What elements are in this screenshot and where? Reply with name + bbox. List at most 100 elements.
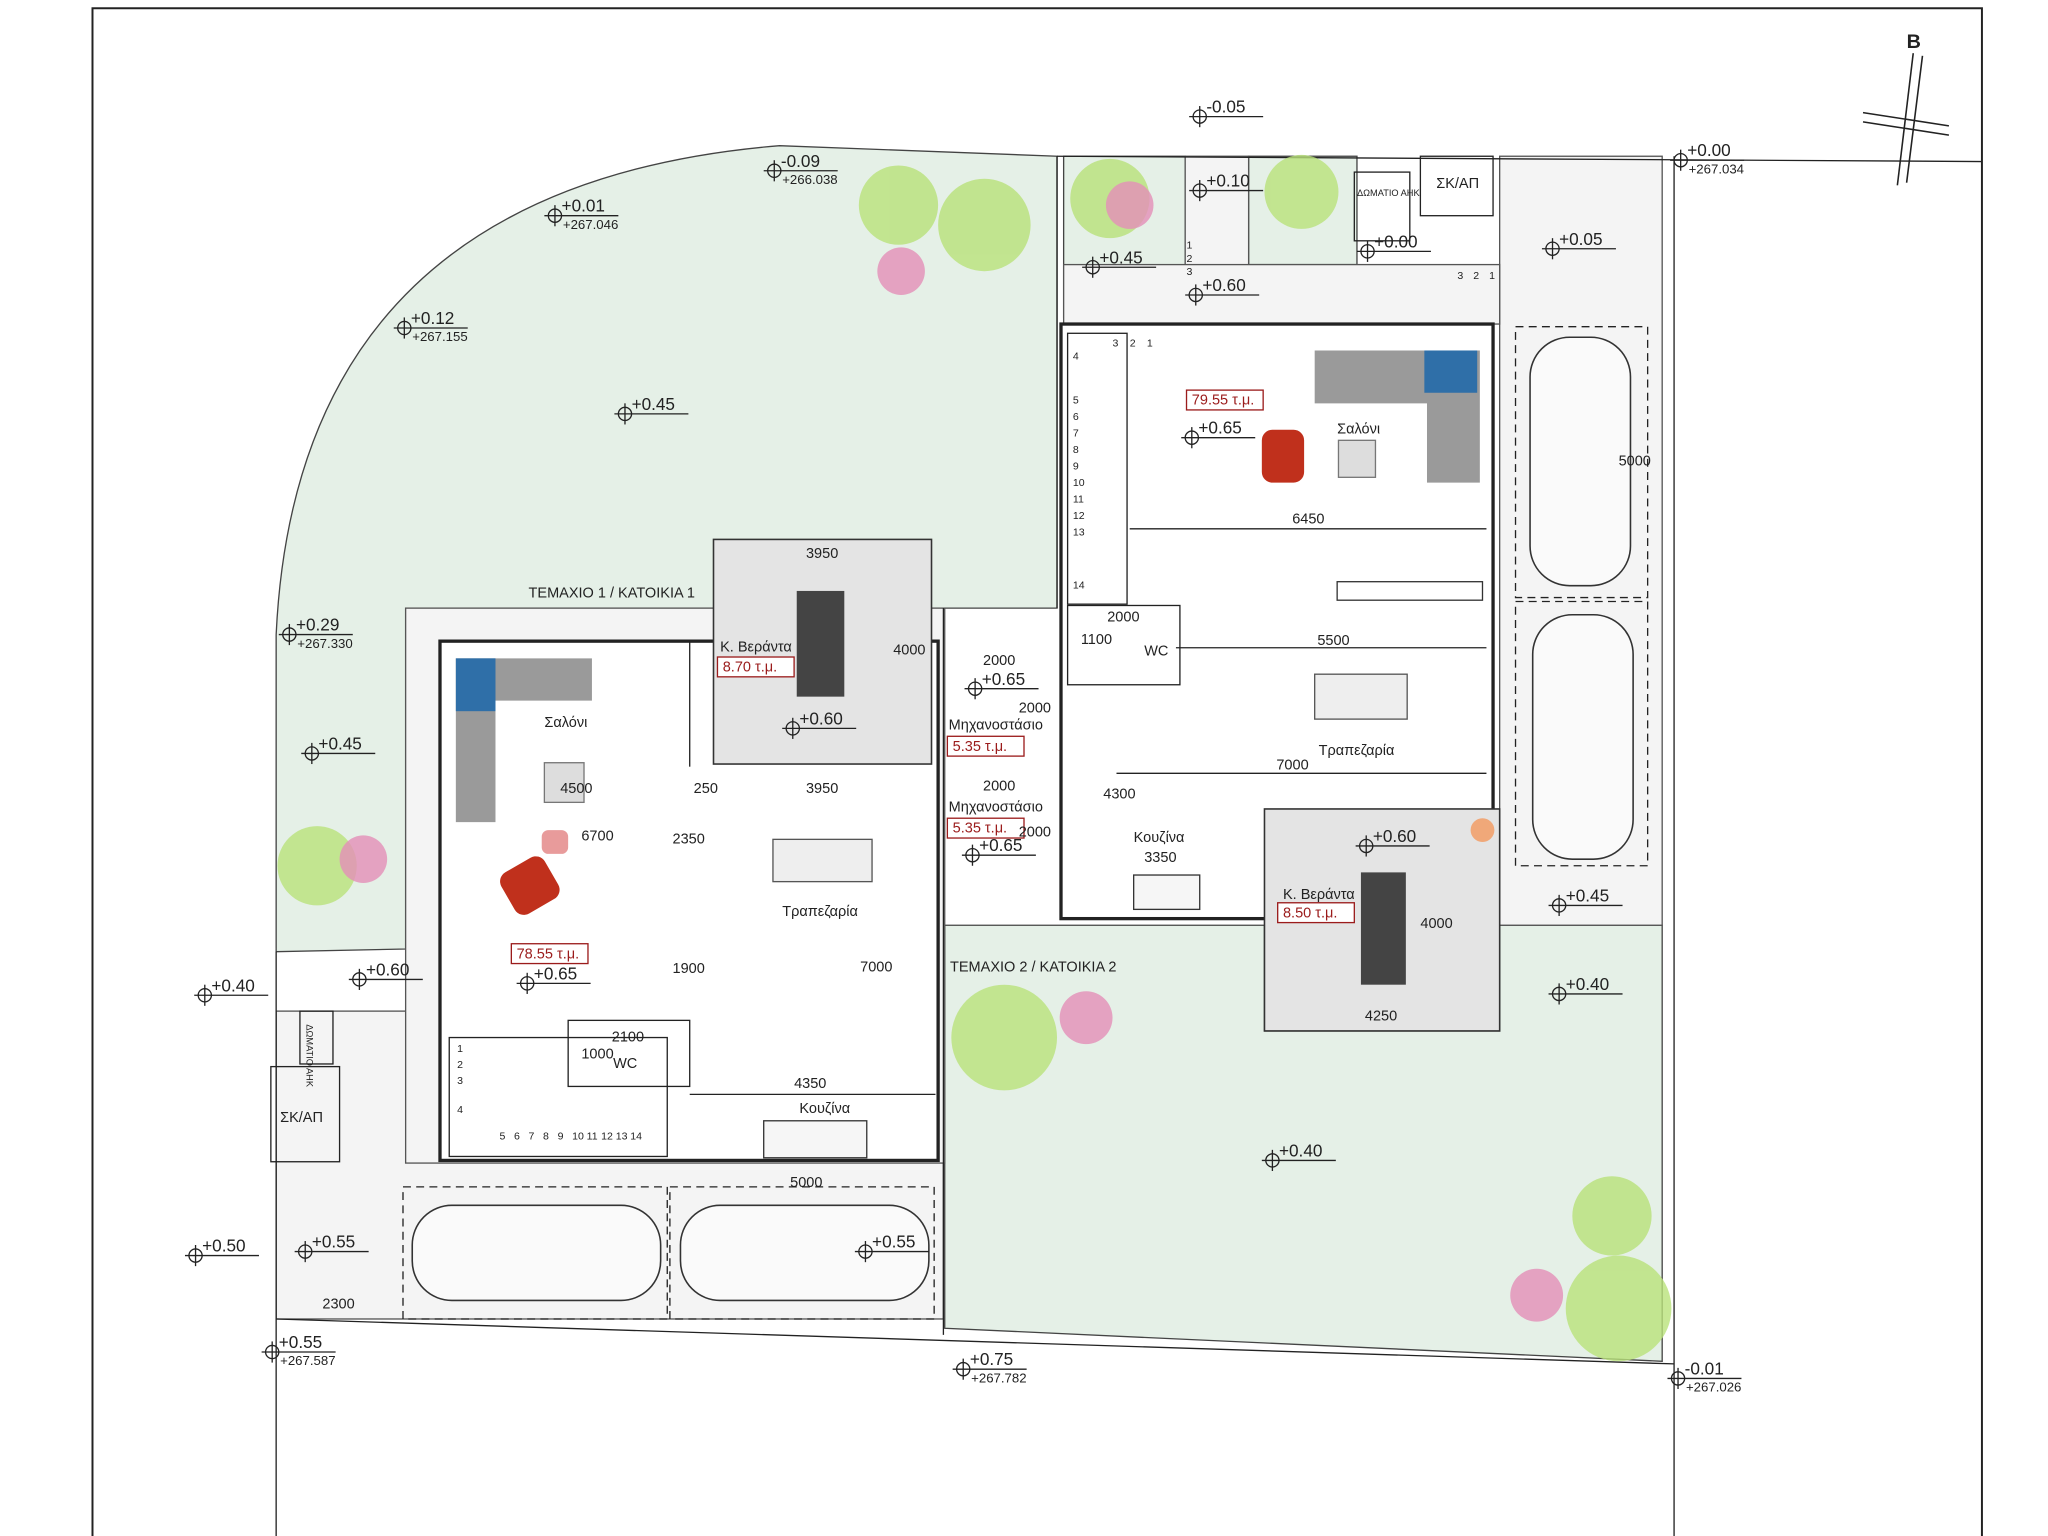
room-label: Κουζίνα [799,1101,850,1117]
area-labels: 78.55 τ.μ.8.70 τ.μ.5.35 τ.μ.5.35 τ.μ.79.… [510,389,1355,965]
area-label: 5.35 τ.μ. [953,739,1007,755]
level-elevation: +266.038 [782,172,837,187]
level-marker: +0.40 [1548,974,1623,1005]
level-marker: +0.10 [1189,171,1264,202]
level-marker: +0.00+267.034 [1670,140,1745,176]
level-marker: +0.29+267.330 [278,615,353,651]
stair-number: 9 [558,1130,564,1142]
level-value: +0.29 [296,615,339,635]
lot-line-bottom [276,1318,1675,1365]
tv-unit-2 [1336,581,1484,601]
stair-number: 2 [1130,338,1136,350]
dimension-label: 2300 [322,1296,354,1312]
car-3 [1529,336,1632,587]
dimension-label: 4500 [560,781,592,797]
level-value: +0.45 [1566,885,1609,905]
stair-number: 13 [1073,526,1085,538]
room-label: Κ. Βεράντα [720,640,792,656]
level-marker: +0.40 [1261,1140,1336,1171]
armchair-1 [500,856,560,915]
car-4 [1531,613,1634,860]
dimension-label: 7000 [1276,757,1308,773]
stair-number: 9 [1073,460,1079,472]
room-labels: ΣαλόνιΤραπεζαρίαΚουζίναWCΜηχανοστάσιοΜηχ… [280,176,1479,1126]
stair-number: 2 [1187,253,1193,265]
room-label: ΔΩΜΑΤΙΟ ΑΗΚ [1357,188,1421,198]
stair-number: 4 [1073,351,1079,363]
level-marker: +0.60 [782,708,857,739]
dimension-label: 4350 [794,1076,826,1092]
dimension-label: 1000 [581,1047,613,1063]
level-elevation: +267.330 [297,636,352,651]
area-box [1277,902,1355,924]
level-value: +0.65 [534,963,577,983]
dimension-label: 4300 [1103,786,1135,802]
room-label: Τραπεζαρία [1319,743,1395,759]
stair-number: 8 [543,1130,549,1142]
stair-number: 3 [1457,270,1463,282]
level-value: +0.40 [1566,974,1609,994]
plant-icon [277,826,357,906]
dimension-label: 250 [694,781,718,797]
level-marker: +0.60 [348,959,423,990]
level-marker: +0.00 [1356,231,1431,262]
level-value: +0.50 [202,1236,245,1256]
dimension-label: 6450 [1292,512,1324,528]
level-marker: -0.05 [1189,97,1264,128]
level-value: +0.00 [1374,231,1417,251]
dimension-label: 1100 [1081,632,1112,648]
dimension-label: 3350 [1144,850,1176,866]
plant-icon [951,984,1058,1091]
lot-line-top [1057,155,1982,163]
stair-number: 7 [529,1130,535,1142]
plant-icon [858,165,939,245]
dimension-label: 2000 [983,778,1015,794]
cushion-2 [1424,350,1478,393]
flowers [339,181,1564,1322]
level-value: +0.60 [1202,275,1245,295]
level-value: +0.55 [279,1332,322,1352]
flower-icon [1105,181,1154,229]
flower-icon [1059,991,1113,1045]
area-label: 5.35 τ.μ. [953,821,1007,837]
level-value: +0.45 [632,394,675,414]
level-value: +0.05 [1559,229,1602,249]
utility-room-1 [270,1065,341,1163]
north-label: B [1907,31,1921,53]
dimension-label: 2100 [612,1030,644,1046]
coffee-table-1 [543,762,585,804]
level-value: -0.09 [781,151,820,171]
level-value: -0.01 [1685,1358,1724,1378]
stair-number: 5 [1073,394,1079,406]
level-value: +0.65 [979,835,1022,855]
stair-number: 7 [1073,427,1079,439]
plant-icon [1565,1255,1672,1362]
paving-terrace-2 [1062,263,1501,325]
car-2 [679,1204,930,1302]
stair-number: 14 [630,1130,642,1142]
parking-bay-2 [669,1186,935,1320]
veranda-table-1 [796,590,845,697]
plot-2-label: ΤΕΜΑΧΙΟ 2 / ΚΑΤΟΙΚΙΑ 2 [950,959,1116,975]
room-label: Μηχανοστάσιο [949,718,1043,734]
level-marker: +0.55 [854,1232,929,1263]
room-label: Μηχανοστάσιο [949,800,1043,816]
area-label: 78.55 τ.μ. [517,946,580,962]
stair-number: 11 [587,1130,598,1142]
room-label: ΔΩΜΑΤΙΟ ΑΗΚ [305,1024,315,1088]
armchair-2 [541,830,569,854]
level-value: +0.45 [318,734,361,754]
room-label: ΣΚ/ΑΠ [1436,176,1479,192]
level-elevation: +267.155 [412,329,467,344]
stair-number: 12 [1073,510,1085,522]
level-elevation: +267.587 [280,1353,335,1368]
level-markers: -0.05+0.00+267.034-0.09+266.038+0.01+267… [184,97,1745,1395]
meter-room-2 [1353,171,1411,242]
dimension-label: 2000 [1019,825,1051,841]
parking-bay-3 [1514,326,1649,599]
kitchen-counter-1 [763,1120,868,1159]
meter-room-1 [299,1010,334,1065]
stair-number: 14 [1073,579,1085,591]
